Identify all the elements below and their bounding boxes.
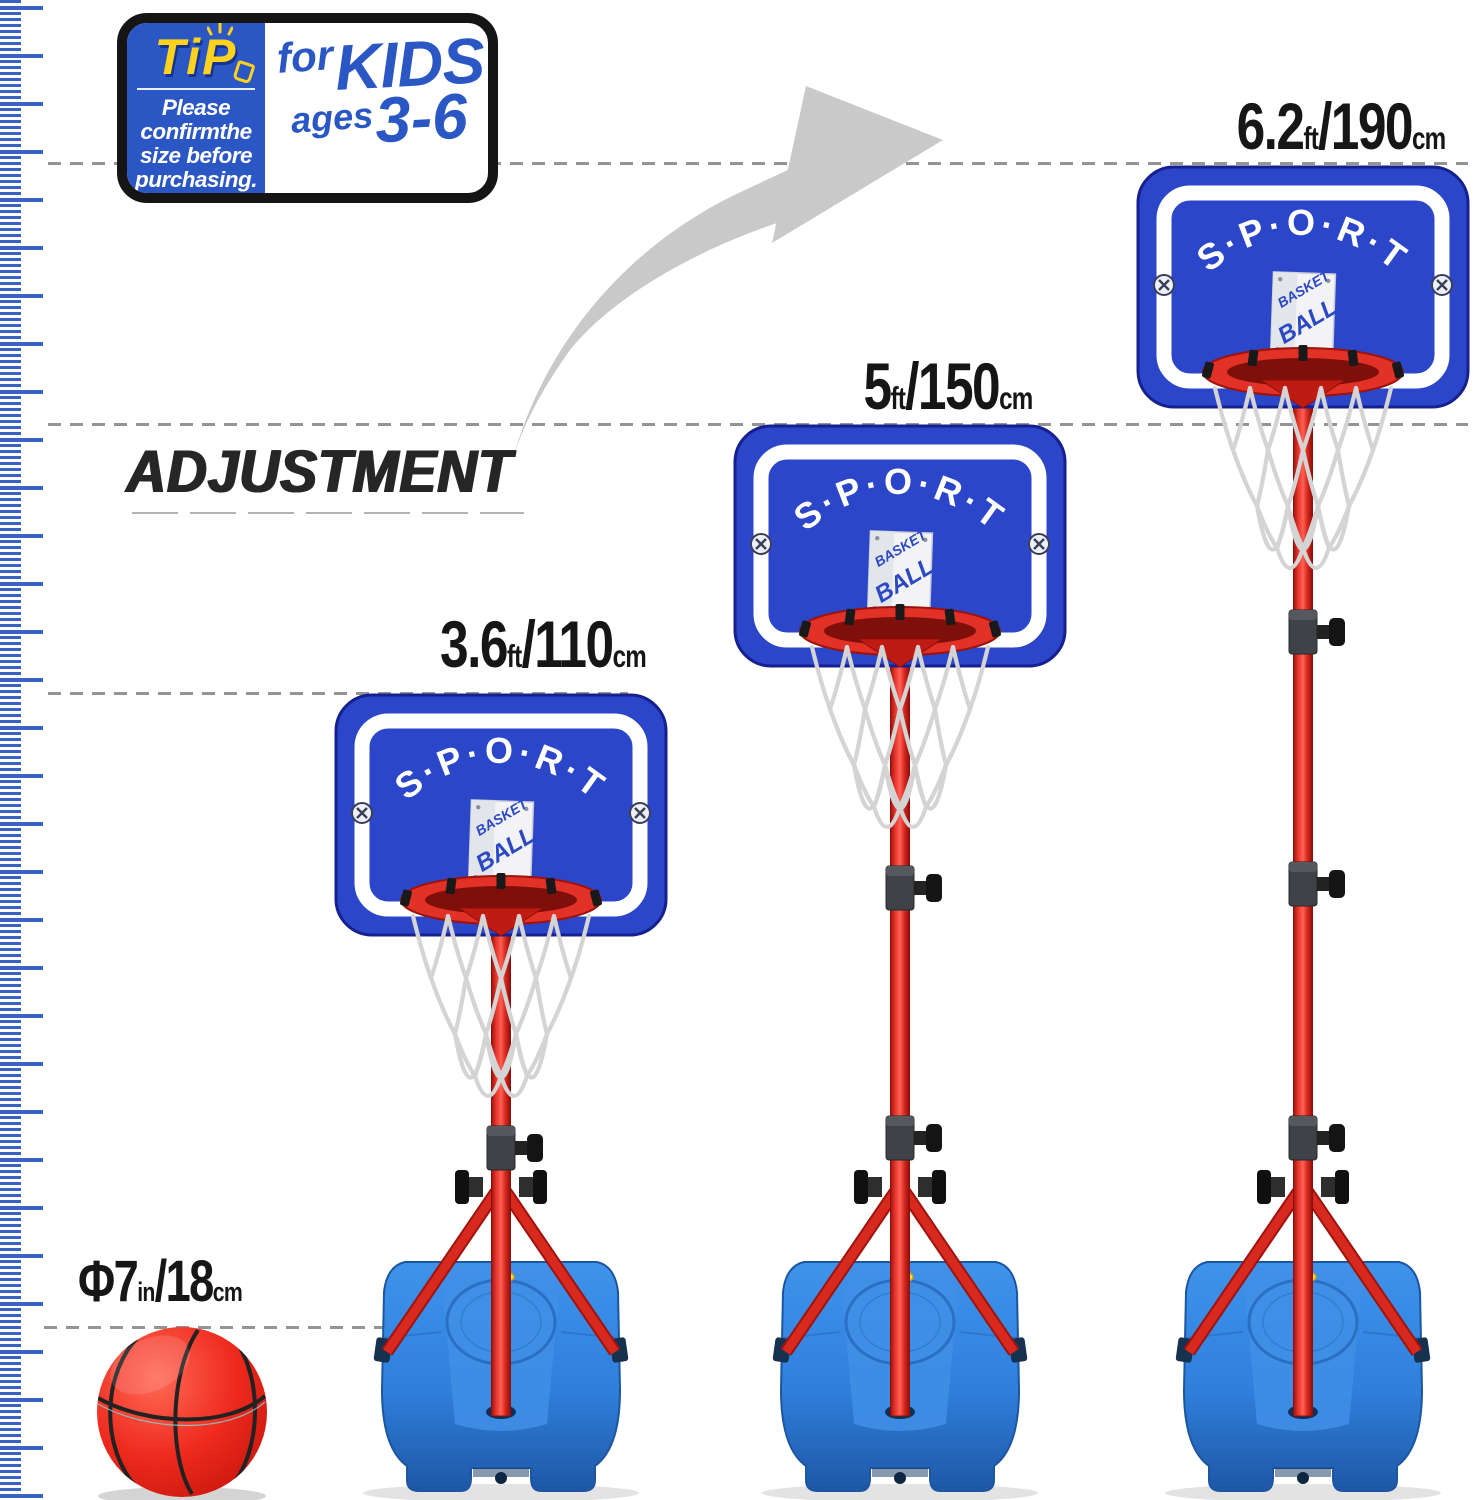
age-range: 3-6 xyxy=(373,79,470,157)
tip-badge: TiP Please confirmthe size before purcha… xyxy=(117,13,498,203)
grow-arrow xyxy=(513,86,943,458)
height-adjust-clamp xyxy=(885,865,942,911)
adjustment-underline xyxy=(132,512,524,514)
backboard: S·P·O·R·T BASKET BALL xyxy=(1136,165,1470,409)
backboard-panel: BASKET BALL xyxy=(467,795,540,887)
net xyxy=(809,644,991,829)
height-guide-line-190cm xyxy=(48,162,1468,165)
height-guide-line-150cm xyxy=(48,423,1468,426)
support-struts xyxy=(1183,1188,1423,1356)
for-word: for xyxy=(275,31,335,82)
hoop-stand-tall: S·P·O·R·T BASKET BALL xyxy=(1136,165,1470,1500)
net xyxy=(410,913,592,1098)
ball-diameter-label: Φ7in/18cm xyxy=(78,1249,243,1314)
rim xyxy=(799,604,1001,668)
sparkle-icon xyxy=(206,23,233,36)
hoop-stand-small: S·P·O·R·T BASKET BALL xyxy=(334,693,668,1500)
height-adjust-clamp xyxy=(885,1115,942,1161)
adjust-knob-icon xyxy=(527,1134,543,1162)
height-adjust-clamp xyxy=(1288,1115,1345,1161)
adjust-knob-icon xyxy=(1329,870,1345,898)
telescoping-pole xyxy=(890,637,910,1417)
strut-knobs xyxy=(854,1170,946,1204)
ball-body xyxy=(97,1327,267,1497)
adjust-knob-icon xyxy=(1329,618,1345,646)
tip-text: TiP xyxy=(154,29,238,85)
backboard-screws xyxy=(1153,274,1453,296)
tip-note: Please confirmthe size before purchasing… xyxy=(134,94,258,192)
tip-underline xyxy=(137,87,255,90)
rim xyxy=(400,873,602,937)
support-struts xyxy=(381,1188,621,1356)
backboard-screws xyxy=(750,533,1050,555)
tip-badge-left: TiP Please confirmthe size before purcha… xyxy=(127,23,265,193)
height-adjust-clamp xyxy=(1288,861,1345,907)
adjustment-text: ADJUSTMENT xyxy=(126,438,513,505)
badge-line-2: ages 3-6 xyxy=(277,79,484,157)
height-adjust-clamp xyxy=(486,1125,543,1171)
backboard-panel: BASKET BALL xyxy=(866,526,939,618)
cup-icon xyxy=(232,59,257,84)
tip-title: TiP xyxy=(154,23,257,85)
ruler-long-ticks xyxy=(0,6,43,1500)
strut-knobs xyxy=(455,1170,547,1204)
net xyxy=(1212,385,1394,570)
height-guide-line-ball xyxy=(44,1326,474,1329)
height-label-medium: 5ft/150cm xyxy=(863,349,1033,423)
backboard-panel: BASKET BALL xyxy=(1269,267,1342,359)
backboard: S·P·O·R·T BASKET BALL xyxy=(334,693,668,937)
adjustment-heading: ADJUSTMENT xyxy=(126,437,546,506)
ruler-scale xyxy=(0,0,46,1500)
tip-badge-right: for KIDS ages 3-6 xyxy=(265,23,488,193)
height-label-tall: 6.2ft/190cm xyxy=(1236,89,1447,163)
support-struts xyxy=(780,1188,1020,1356)
height-label-small: 3.6ft/110cm xyxy=(440,607,647,681)
basketball xyxy=(97,1327,267,1500)
strut-knobs xyxy=(1257,1170,1349,1204)
weighted-base xyxy=(363,1261,639,1500)
ball-highlight xyxy=(110,1335,190,1395)
adjust-knob-icon xyxy=(926,1124,942,1152)
backboard-screws xyxy=(351,802,651,824)
backboard: S·P·O·R·T BASKET BALL xyxy=(733,424,1067,668)
adjust-knob-icon xyxy=(1329,1124,1345,1152)
ages-word: ages xyxy=(289,94,375,142)
adjust-knob-icon xyxy=(926,874,942,902)
hoop-stand-medium: S·P·O·R·T BASKET BALL xyxy=(733,424,1067,1500)
height-adjust-clamp xyxy=(1288,609,1345,655)
height-guide-line-110cm xyxy=(48,692,628,695)
